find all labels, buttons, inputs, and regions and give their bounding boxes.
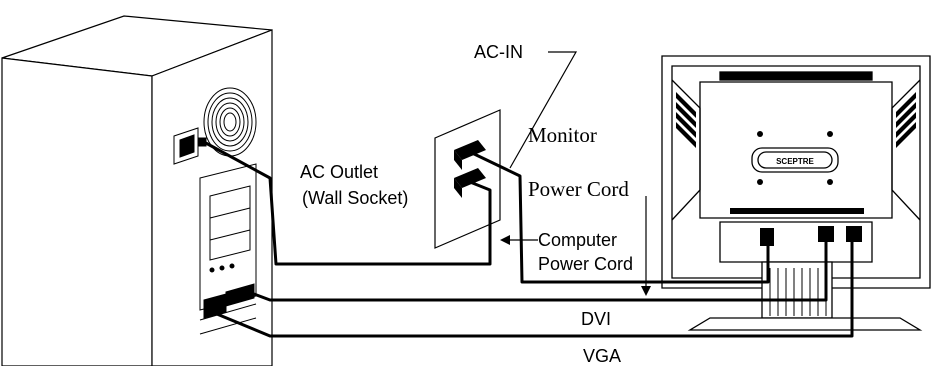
computer-power-socket-icon [173,127,207,165]
dvi-cable [253,242,828,302]
vga-cable [211,242,854,338]
dvi-label: DVI [581,309,611,329]
ac-outlet-label-line2: (Wall Socket) [302,188,408,208]
wall-outlet [434,109,501,249]
monitor-power-cord-label-line2: Power Cord [528,177,629,201]
computer-tower [1,15,273,366]
outlet-socket-top-icon [454,140,486,170]
computer-power-cord-label-line1: Computer [538,230,617,250]
ac-in-leader-line [509,51,578,169]
arrowhead-down-icon [641,286,651,296]
monitor-dvi-port-icon [818,226,834,242]
outlet-socket-bottom-icon [454,168,486,198]
computer-power-cord-label-line2: Power Cord [538,254,633,274]
cables [203,140,854,338]
monitor-ac-in-port-icon [760,228,774,246]
ac-in-label: AC-IN [474,42,523,62]
brand-plate [751,147,839,173]
fan-grill-icon [203,87,257,157]
brand-logo: SCEPTRE [776,157,814,166]
computer-back-panel [173,87,257,335]
vga-port-icon [203,293,227,319]
monitor-power-cord-label-line1: Monitor [528,123,597,147]
ac-outlet-label-line1: AC Outlet [300,162,378,182]
computer-power-cable [203,140,492,266]
arrowhead-left-icon [500,235,510,245]
monitor-power-cable [469,150,770,284]
monitor-vga-port-icon [846,226,862,242]
monitor [661,55,931,331]
vga-label: VGA [583,346,621,366]
